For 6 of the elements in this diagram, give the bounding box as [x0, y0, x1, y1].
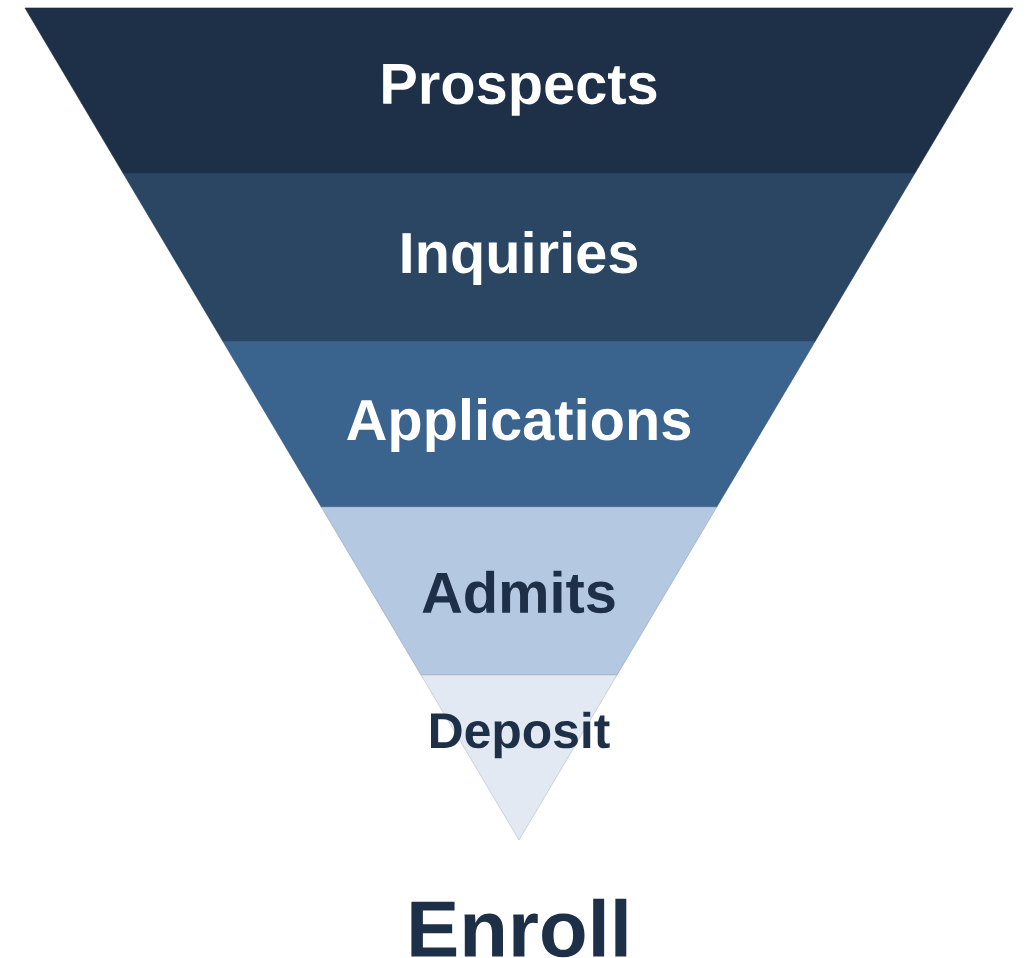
funnel-band: Inquiries	[122, 172, 916, 342]
funnel-outcome-label: Enroll	[411, 898, 627, 958]
funnel-band: Deposit	[420, 674, 618, 841]
funnel-band: Admits	[321, 506, 717, 676]
funnel-band: Applications	[222, 340, 816, 508]
funnel-band: Prospects	[24, 7, 1014, 174]
